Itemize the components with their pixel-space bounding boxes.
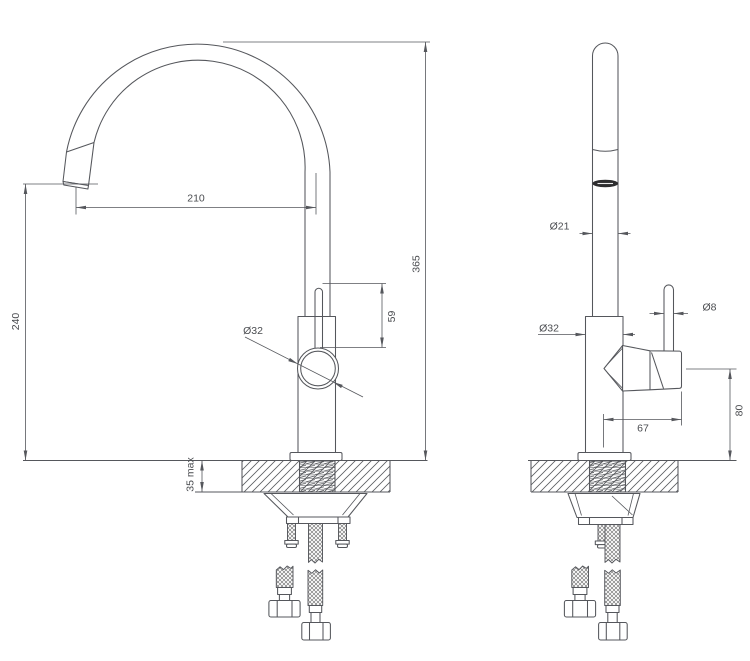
front-hose-short-nut xyxy=(268,599,301,618)
dim-handle-reach: 67 xyxy=(603,391,682,448)
side-mounting-bracket xyxy=(577,516,634,526)
side-spout-seam xyxy=(592,148,619,152)
side-countertop xyxy=(528,459,737,493)
front-spout-seam xyxy=(66,142,95,153)
front-view: Ø32 xyxy=(10,41,430,641)
front-hose-main xyxy=(301,523,331,641)
dim-tip-height-label: 240 xyxy=(10,313,22,331)
front-countertop xyxy=(23,459,428,493)
dim-lever-height-label: 59 xyxy=(386,311,398,323)
front-lever xyxy=(314,287,324,350)
side-mounting-cone xyxy=(567,492,641,519)
dim-overall-height-label: 365 xyxy=(411,255,423,273)
front-flange xyxy=(289,451,343,462)
dim-overall-height: 365 xyxy=(223,41,430,461)
side-hose-main-nut xyxy=(598,621,628,641)
side-view: Ø21 Ø32 Ø8 67 80 xyxy=(528,42,746,641)
dim-body-diameter-side-label: Ø32 xyxy=(539,323,559,335)
dim-spout-diameter: Ø21 xyxy=(550,221,631,236)
side-hose-short-nut xyxy=(563,599,597,618)
dim-lever-diameter-label: Ø8 xyxy=(702,302,716,314)
side-handle xyxy=(603,344,683,392)
dim-body-diameter-side: Ø32 xyxy=(538,323,635,337)
side-hose-short xyxy=(563,565,597,618)
side-shank-thread xyxy=(588,460,627,493)
side-lever xyxy=(663,284,675,352)
dim-deck-thickness: 35 max xyxy=(185,457,204,492)
front-mounting-cone xyxy=(263,492,368,518)
dim-handle-height: 80 xyxy=(686,368,746,461)
front-shank-thread xyxy=(298,460,336,493)
front-hose-main-nut xyxy=(301,621,331,641)
dim-body-diameter-front: Ø32 xyxy=(243,325,364,398)
dim-tip-height: 240 xyxy=(10,183,98,461)
side-flange xyxy=(577,451,632,462)
side-hose-main xyxy=(598,524,628,641)
side-aerator xyxy=(592,179,619,188)
dim-lever-height: 59 xyxy=(320,283,398,348)
dim-spout-diameter-label: Ø21 xyxy=(550,221,570,233)
dim-spout-reach: 210 xyxy=(75,173,317,215)
front-hose-short xyxy=(268,565,301,618)
dim-handle-reach-label: 67 xyxy=(637,423,649,435)
front-ball-joint xyxy=(296,347,340,390)
front-mounting-stud-right xyxy=(335,523,350,549)
dim-body-diameter-front-label: Ø32 xyxy=(243,325,263,337)
dim-lever-diameter: Ø8 xyxy=(649,302,717,316)
front-mounting-stud-left xyxy=(284,523,299,549)
dim-spout-reach-label: 210 xyxy=(187,193,205,205)
front-spout xyxy=(62,43,331,317)
front-mounting-bracket xyxy=(285,516,351,525)
side-spout-tube xyxy=(591,42,619,317)
dim-handle-height-label: 80 xyxy=(734,405,746,417)
dim-deck-thickness-label: 35 max xyxy=(185,457,197,492)
